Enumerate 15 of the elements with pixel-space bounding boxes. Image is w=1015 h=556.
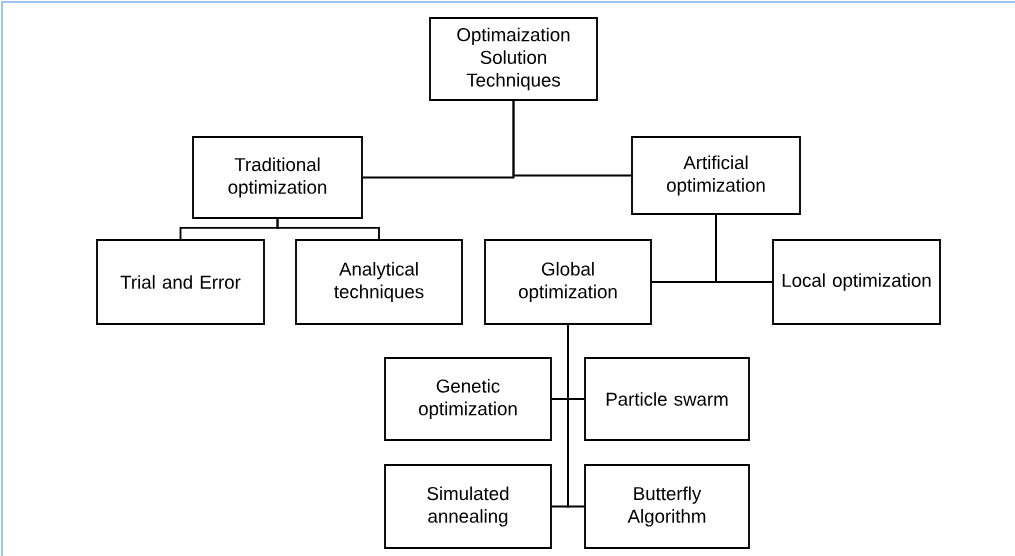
connector-line xyxy=(276,218,380,240)
text-box: Genetic optimization xyxy=(384,357,552,441)
connector-line xyxy=(567,324,585,508)
connector-line xyxy=(715,214,773,283)
text-box: Butterfly Algorithm xyxy=(584,464,750,549)
connector-line xyxy=(512,100,632,177)
text-box: Analytical techniques xyxy=(295,239,463,325)
text-box: Artificial optimization xyxy=(631,136,801,215)
text-box: Particle swarm xyxy=(584,357,750,441)
text-box: Trial and Error xyxy=(96,239,265,325)
text-box: Global optimization xyxy=(484,239,652,325)
text-box: Local optimization xyxy=(772,239,941,325)
text-box: Optimaization Solution Techniques xyxy=(429,17,598,101)
text-box: Traditional optimization xyxy=(192,136,363,219)
text-box: Simulated annealing xyxy=(384,464,552,549)
